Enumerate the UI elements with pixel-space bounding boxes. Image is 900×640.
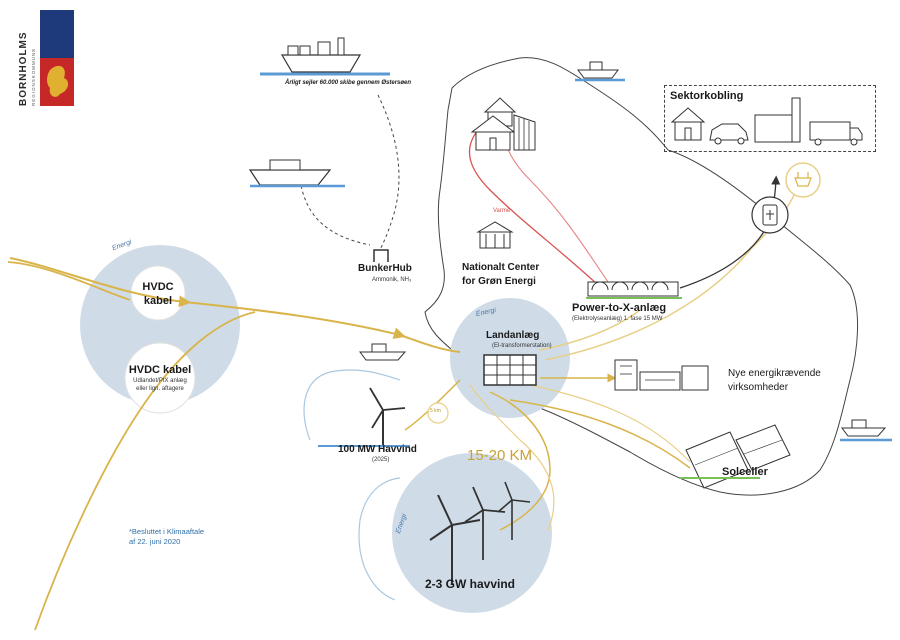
small-boat-icon-west [359,343,407,361]
truck-icon [809,121,863,146]
cable-upper [7,261,131,301]
cable-solceller [509,399,691,469]
car-icon [709,123,749,145]
small-boat-icon-right [840,419,892,442]
house-icon [470,115,516,151]
bornholm-logo-icon [40,10,74,106]
ship-caption: Årligt sejler 60.000 skibe gennem Østers… [285,80,412,86]
landanlaeg-sub: (El-transformerstation) [492,343,552,349]
five-km-marker [427,402,449,424]
national-center-line1: Nationalt Center [462,262,540,273]
bunkerhub-icon [373,249,389,262]
virksomheder-buildings-icon [614,359,709,391]
cable-solceller2 [529,384,691,463]
ship-icon-mid [248,159,345,188]
ptx-title: Power-to-X-anlæg [572,302,667,314]
national-center-building-icon [476,221,514,249]
virksomheder-line2: virksomheder [728,382,789,393]
havvind100-title: 100 MW Havvind [338,444,417,455]
bornholm-island-outline [424,57,858,496]
cable-gw-loop [469,384,555,531]
sektorkobling-box [664,85,876,152]
footnote-line1: *Besluttet i Klimaaftale [129,527,205,536]
cable-to-sektor [544,169,801,361]
wind-turbine-100mw-icon [318,387,410,447]
factory-icon [754,97,801,143]
cable-gw [489,391,551,531]
footnote-line2: af 22. juni 2020 [129,537,181,546]
gw-havvind-circle [392,453,552,613]
cargo-ship-icon [260,37,390,76]
power-plug-icon [785,162,821,198]
five-km-label: 5 km [430,408,441,414]
havvind100-sub: (2025) [372,457,390,463]
bunkerhub-title: BunkerHub [358,263,412,274]
heat-line-1 [468,126,599,286]
sektor-house-icon [670,107,706,141]
cable-southwest [34,311,256,631]
ptx-plant-icon [586,281,682,299]
varme-label: Varme [493,208,511,214]
solar-panels-icon [680,424,791,489]
sektorkobling-title: Sektorkobling [670,90,744,102]
hvdc2-sub2: eller lign. aftagere [136,386,184,392]
landanlaeg-title: Landanlæg [486,330,540,341]
hvdc1-line2: kabel [143,295,173,307]
hvdc-kabel2-node [124,342,196,414]
wind-turbines-gw-icon [429,481,531,585]
hvdc2-sub1: Udlandet/PtX anlæg [133,378,187,384]
distance-label: 15-20 KM [467,447,533,464]
small-boat-icon-top [575,61,625,82]
gw-title: 2-3 GW havvind [424,577,516,591]
fuel-recycle-icon [751,196,789,234]
greenhouse-icon [513,114,536,151]
ptx-sub: (Elektrolyseanlæg) 1. fase 15 MW [572,316,663,322]
ship-route-1 [377,94,400,251]
bunkerhub-sub: Ammonik, NH₃ [372,277,412,283]
logo-name: BORNHOLMS [18,31,29,106]
solceller-label: Solceller [722,466,768,478]
cable-to-ptx [539,309,641,351]
hvdc-circle [80,245,240,405]
water-loop-100mw [303,369,401,441]
national-center-line2: for Grøn Energi [462,276,536,287]
main-cable-left [9,257,461,353]
ship-route-2 [299,179,371,246]
virksomheder-line1: Nye energikrævende [728,368,821,379]
water-loop-gw [358,477,401,601]
hvdc1-line1: HVDC [142,281,174,293]
ptx-to-sektor-line [679,175,781,289]
transformer-station-icon [483,354,537,386]
logo-sub: REGIONSKOMMUNE [31,47,36,106]
hvdc2-title: HVDC kabel [128,364,192,376]
